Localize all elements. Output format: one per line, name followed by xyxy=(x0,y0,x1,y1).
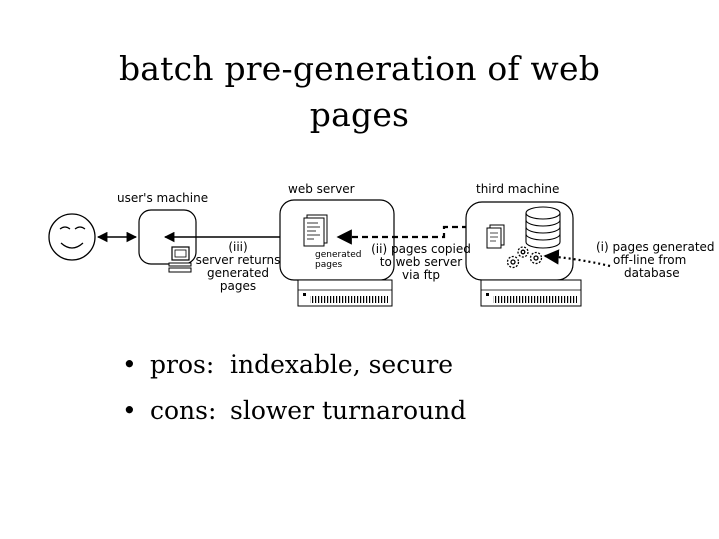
user-machine-label: user's machine xyxy=(117,191,209,205)
bullet-list: pros: indexable, secure cons: slower turna… xyxy=(122,345,466,437)
bullet-term: cons: xyxy=(150,396,217,425)
document-stack-icon xyxy=(303,214,328,247)
bullet-text: indexable, secure xyxy=(230,350,454,379)
slide-title-line-1: batch pre-generation of web xyxy=(118,49,601,88)
smiley-face-icon xyxy=(48,213,96,261)
step-ii-label: (ii) pages copied to web server via ftp xyxy=(371,242,471,282)
database-cylinder-icon xyxy=(525,206,561,249)
slide-title: batch pre-generation of web pages xyxy=(0,46,719,138)
third-machine-tower-icon xyxy=(480,279,582,307)
bullet-cons: cons: slower turnaround xyxy=(122,391,466,437)
bullet-text: slower turnaround xyxy=(230,396,467,425)
small-document-icon xyxy=(486,224,505,249)
third-machine-label: third machine xyxy=(476,182,560,196)
generated-pages-label: generated pages xyxy=(315,250,362,270)
computer-monitor-icon xyxy=(168,246,192,273)
step-i-clip: (i) pages generated off-line from databa… xyxy=(590,241,719,286)
offline-generation-dotted-arrow xyxy=(543,249,611,268)
bullet-term: pros: xyxy=(150,350,215,379)
gears-icon xyxy=(506,246,543,269)
web-server-label: web server xyxy=(288,182,355,196)
web-server-tower-icon xyxy=(297,279,393,307)
bullet-pros: pros: indexable, secure xyxy=(122,345,466,391)
step-iii-label: (iii) server returns generated pages xyxy=(195,240,281,293)
step-i-label: (i) pages generated off-line from databa… xyxy=(596,241,715,280)
slide-title-line-2: pages xyxy=(309,95,410,134)
